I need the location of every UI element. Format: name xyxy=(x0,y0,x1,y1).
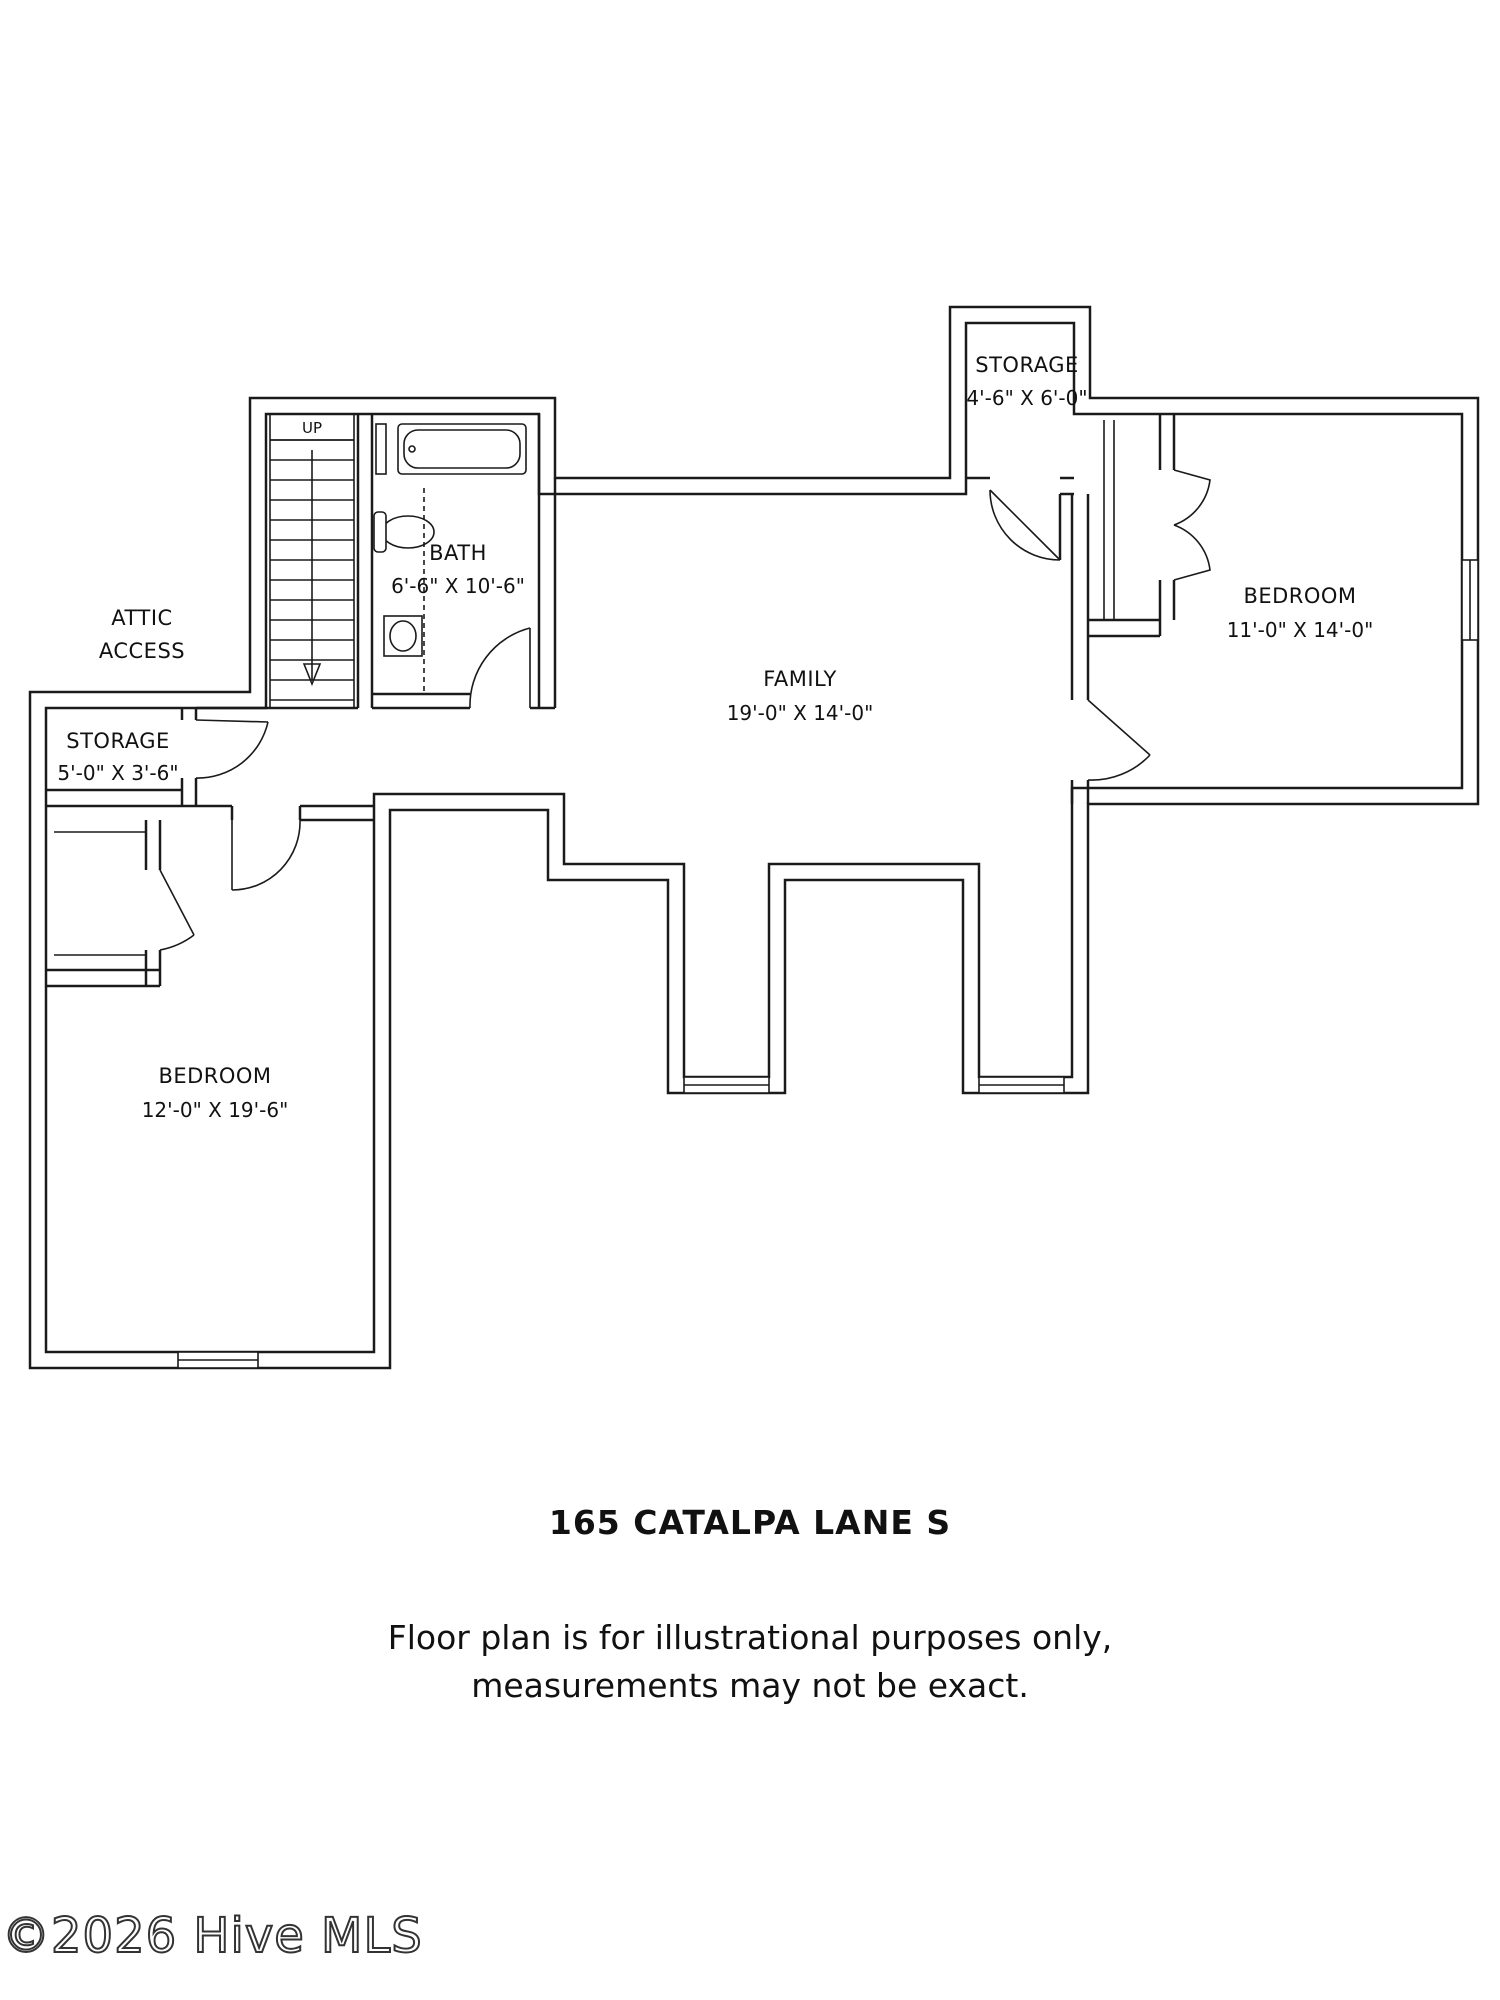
disclaimer-line-1: Floor plan is for illustrational purpose… xyxy=(387,1618,1113,1657)
exterior-wall-outer xyxy=(28,305,1480,1370)
toilet-icon xyxy=(381,515,435,549)
windows xyxy=(177,559,1479,1369)
bedroom-right-label: BEDROOM xyxy=(1243,584,1356,608)
floor-plan-drawing: UP STORAGE 4'-6" X 6'-0" BATH 6'-6" X 10… xyxy=(28,305,1480,1370)
storage-left-label: STORAGE xyxy=(66,729,169,753)
storage-left-dims: 5'-0" X 3'-6" xyxy=(57,761,178,785)
disclaimer-line-2: measurements may not be exact. xyxy=(471,1666,1029,1705)
attic-access-label-line2: ACCESS xyxy=(99,639,185,663)
bedroom-right-dims: 11'-0" X 14'-0" xyxy=(1227,618,1374,642)
storage-top-label: STORAGE xyxy=(975,353,1078,377)
bath-label: BATH xyxy=(429,541,487,565)
storage-top-dims: 4'-6" X 6'-0" xyxy=(966,386,1087,410)
attic-access-label-line1: ATTIC xyxy=(111,606,172,630)
exterior-walls xyxy=(28,305,1480,1370)
bedroom-left-label: BEDROOM xyxy=(158,1064,271,1088)
stairs-label: UP xyxy=(302,419,322,437)
doors xyxy=(159,469,1211,951)
bath-fixtures xyxy=(373,423,527,694)
interior-walls xyxy=(46,414,1176,988)
bedroom-left-dims: 12'-0" X 19'-6" xyxy=(142,1098,289,1122)
family-label: FAMILY xyxy=(763,667,837,691)
bath-dims: 6'-6" X 10'-6" xyxy=(391,574,525,598)
family-dims: 19'-0" X 14'-0" xyxy=(727,701,874,725)
stair-arrow-icon xyxy=(302,663,322,687)
copyright-watermark: ©2026 Hive MLS xyxy=(1,1907,423,1965)
property-address: 165 CATALPA LANE S xyxy=(548,1503,952,1542)
